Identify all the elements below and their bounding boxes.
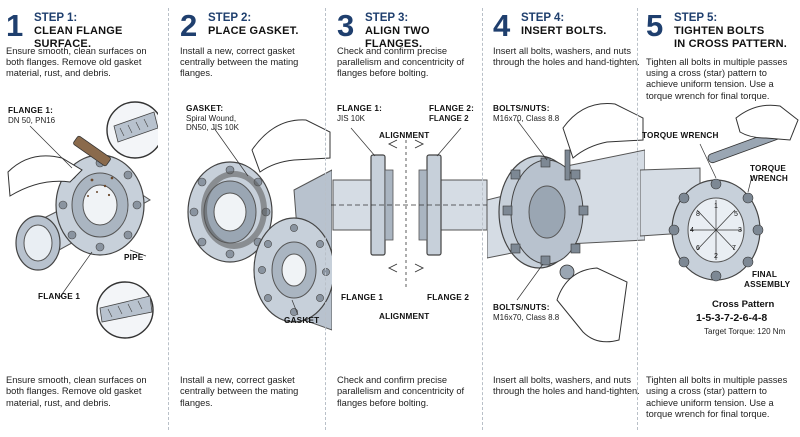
bolts-bottom-label: BOLTS/NUTS:: [493, 303, 550, 312]
step-label: STEP 4:: [521, 12, 565, 24]
final-assembly-label-line-2: ASSEMBLY: [744, 280, 791, 289]
torque-wrench-label-2-line-1: TORQUE: [750, 164, 787, 173]
step-title-line-2: IN CROSS PATTERN.: [674, 38, 787, 50]
bolt-number-5: 5: [734, 211, 738, 218]
step-description: Tighten all bolts in multiple passes usi…: [646, 57, 788, 101]
step-4-header: 4 STEP 4: INSERT BOLTS.: [493, 8, 641, 52]
torque-wrench-label-2-line-2: WRENCH: [750, 174, 789, 183]
flange-alignment-illustration: [331, 127, 489, 290]
step-number: 4: [493, 8, 511, 43]
flange-1-bottom-label: FLANGE 1: [341, 293, 384, 302]
step-title-line-1: TIGHTEN BOLTS: [674, 25, 765, 37]
torque-wrench-label: TORQUE WRENCH: [642, 131, 719, 140]
bolt-number-2: 2: [714, 253, 718, 260]
step-2-header: 2 STEP 2: PLACE GASKET.: [180, 8, 328, 52]
step-title: INSERT BOLTS.: [521, 25, 607, 37]
flange-2-spec: FLANGE 2: [429, 114, 469, 123]
step-1-header: 1 STEP 1: CLEAN FLANGE SURFACE.: [6, 8, 154, 52]
alignment-bottom-label: ALIGNMENT: [379, 312, 430, 321]
step-description: Insert all bolts, washers, and nuts thro…: [493, 46, 640, 68]
bolt-number-6: 6: [696, 245, 700, 252]
step-number: 5: [646, 8, 664, 43]
flange-1-bottom-label: FLANGE 1: [38, 292, 81, 301]
bolt-number-1: 1: [714, 203, 718, 210]
step-5-header: 5 STEP 5: TIGHTEN BOLTS IN CROSS PATTERN…: [646, 8, 794, 52]
step-3-panel: 3 STEP 3: ALIGN TWO FLANGES. Check and c…: [331, 0, 489, 437]
flange-cleaning-illustration: [7, 101, 158, 339]
pipe-label: PIPE: [124, 253, 144, 262]
panel-divider: [325, 8, 326, 430]
step-title: ALIGN TWO FLANGES.: [365, 25, 430, 50]
flange-1-label: FLANGE 1:: [8, 106, 54, 115]
step-title: CLEAN FLANGE SURFACE.: [34, 25, 123, 50]
bolt-number-4: 4: [690, 227, 694, 234]
panel-divider: [482, 8, 483, 430]
panel-divider: [168, 8, 169, 430]
step-label: STEP 5:: [674, 12, 718, 24]
bolt-number-7: 7: [732, 245, 736, 252]
step-1-panel: 1 STEP 1: CLEAN FLANGE SURFACE. Ensure s…: [0, 0, 158, 437]
bolt-number-8: 8: [696, 211, 700, 218]
gasket-spec-1: Spiral Wound,: [186, 114, 237, 123]
bolts-top-spec: M16x70, Class 8.8: [493, 114, 560, 123]
target-torque: Target Torque: 120 Nm: [704, 327, 786, 336]
flange-1-spec: JIS 10K: [337, 114, 366, 123]
step-number: 3: [337, 8, 355, 43]
gasket-spec-2: DN50, JIS 10K: [186, 123, 239, 132]
panel-divider: [637, 8, 638, 430]
step-number: 1: [6, 8, 24, 43]
step-4-panel: 4 STEP 4: INSERT BOLTS. Insert all bolts…: [487, 0, 645, 437]
cross-pattern-sequence: 1-5-3-7-2-6-4-8: [696, 312, 768, 324]
alignment-top-label: ALIGNMENT: [379, 131, 430, 140]
bolt-tightening-illustration: [640, 104, 799, 282]
step-bottom-text: Ensure smooth, clean surfaces on both fl…: [6, 375, 147, 408]
step-bottom-text: Tighten all bolts in multiple passes usi…: [646, 375, 788, 419]
cross-pattern-title: Cross Pattern: [712, 299, 775, 310]
gasket-bottom-label: GASKET: [284, 316, 320, 325]
step-label: STEP 3:: [365, 12, 409, 24]
final-assembly-label-line-1: FINAL: [752, 270, 778, 279]
flange-1-label: FLANGE 1:: [337, 104, 383, 113]
step-title: PLACE GASKET.: [208, 25, 299, 37]
step-label: STEP 2:: [208, 12, 252, 24]
flange-1-spec: DN 50, PN16: [8, 116, 56, 125]
step-2-panel: 2 STEP 2: PLACE GASKET. Install a new, c…: [174, 0, 332, 437]
step-bottom-text: Check and confirm precise parallelism an…: [337, 375, 465, 408]
bolt-insertion-illustration: [487, 103, 645, 343]
step-bottom-text: Install a new, correct gasket centrally …: [180, 375, 299, 408]
flange-2-bottom-label: FLANGE 2: [427, 293, 470, 302]
step-description: Ensure smooth, clean surfaces on both fl…: [6, 46, 147, 79]
step-description: Check and confirm precise parallelism an…: [337, 46, 465, 79]
step-3-header: 3 STEP 3: ALIGN TWO FLANGES.: [337, 8, 485, 52]
step-bottom-text: Insert all bolts, washers, and nuts thro…: [493, 375, 640, 397]
step-description: Install a new, correct gasket centrally …: [180, 46, 299, 79]
step-label: STEP 1:: [34, 12, 78, 24]
bolt-number-3: 3: [738, 227, 742, 234]
bolts-top-label: BOLTS/NUTS:: [493, 104, 550, 113]
bolts-bottom-spec: M16x70, Class 8.8: [493, 313, 560, 322]
gasket-placement-illustration: [187, 119, 332, 331]
gasket-label: GASKET:: [186, 104, 224, 113]
flange-2-label: FLANGE 2:: [429, 104, 475, 113]
step-5-panel: 5 STEP 5: TIGHTEN BOLTS IN CROSS PATTERN…: [640, 0, 799, 437]
step-number: 2: [180, 8, 198, 43]
